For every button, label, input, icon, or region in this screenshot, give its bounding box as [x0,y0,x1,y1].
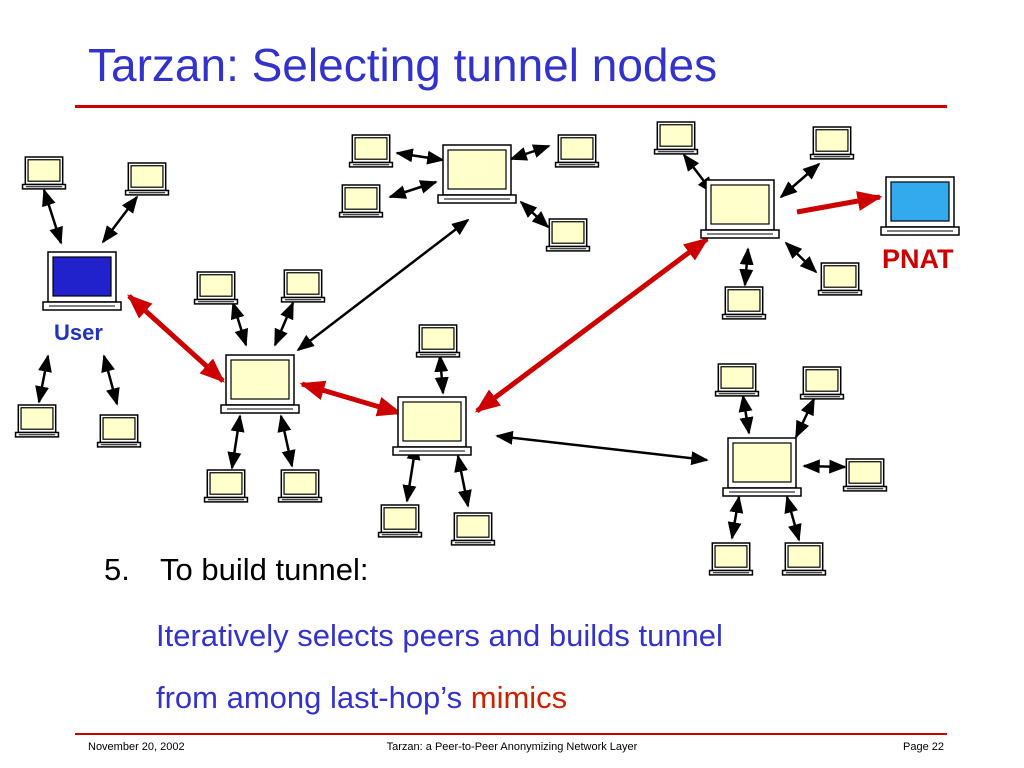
peer-node-icon [220,354,300,414]
peer-node-icon [708,542,754,576]
peer-node-icon [554,134,600,168]
peer-node-icon [545,218,591,252]
peer-node-icon [809,126,855,160]
footer-page-number: Page 22 [903,741,944,753]
description-line-2-text: from among last-hop’s [156,680,471,715]
network-link-arrow [35,354,52,404]
peer-node-icon [842,458,888,492]
network-link-arrow [738,394,754,435]
network-link-arrow [779,162,821,199]
network-link-arrow [454,454,472,508]
peer-node-icon [817,262,863,296]
slide-title: Tarzan: Selecting tunnel nodes [88,39,718,91]
mimics-highlight: mimics [470,680,568,715]
peer-node-icon [799,366,845,400]
tunnel-path-arrow [127,294,225,383]
peer-node-icon [415,324,461,358]
peer-node-icon [124,162,170,196]
network-link-arrow [519,200,550,229]
footer-title: Tarzan: a Peer-to-Peer Anonymizing Netwo… [386,741,638,753]
step-text: To build tunnel: [160,552,369,587]
peer-node-icon [781,542,827,576]
network-link-arrow [395,148,445,165]
peer-node-icon [203,469,249,503]
tunnel-path-arrow [299,380,403,417]
peer-node-icon [21,156,67,190]
network-link-arrow [509,144,551,161]
peer-node-icon [338,184,384,218]
tunnel-path-arrow [474,236,710,414]
network-link-arrow [101,354,120,406]
user-node-icon [42,251,122,311]
network-link-arrow [784,241,818,274]
peer-node-icon [348,134,394,168]
network-link-arrow [230,301,249,347]
user-label: User [54,320,103,345]
peer-node-icon [14,404,60,438]
title-divider [75,105,947,108]
footer-date: November 20, 2002 [88,741,185,753]
network-link-arrow [727,495,744,540]
peer-node-icon [722,437,802,497]
network-link-arrow [273,301,295,347]
network-link-arrow [794,397,816,439]
network-link-arrow [296,218,470,352]
footer-divider [75,733,947,735]
network-link-arrow [784,495,802,542]
peer-node-icon [277,469,323,503]
network-link-arrow [434,354,449,395]
network-link-arrow [101,195,139,244]
peer-node-icon [96,414,142,448]
peer-node-icon [714,363,760,397]
peer-node-icon [280,269,326,303]
peer-node-icon [450,512,496,546]
peer-node-icon [392,396,472,456]
step-number: 5. [104,552,130,587]
description-line-1: Iteratively selects peers and builds tun… [156,618,723,653]
pnat-label: PNAT [882,244,954,274]
peer-node-icon [721,286,767,320]
network-link-arrow [802,459,847,474]
description-line-2: from among last-hop’s mimics [156,680,567,716]
peer-node-icon [700,179,780,239]
network-link-arrow [739,247,754,287]
peer-node-icon [193,271,239,305]
network-link-arrow [227,414,245,470]
tunnel-path-arrow [796,191,883,215]
peer-node-icon [437,144,517,204]
peer-node-icon [377,504,423,538]
pnat-node-icon [880,176,960,236]
network-link-arrow [495,430,709,466]
network-link-arrow [388,180,438,199]
network-link-arrow [42,188,63,245]
peer-node-icon [653,121,699,155]
network-link-arrow [277,414,296,468]
step-line: 5. To build tunnel: [104,552,369,588]
